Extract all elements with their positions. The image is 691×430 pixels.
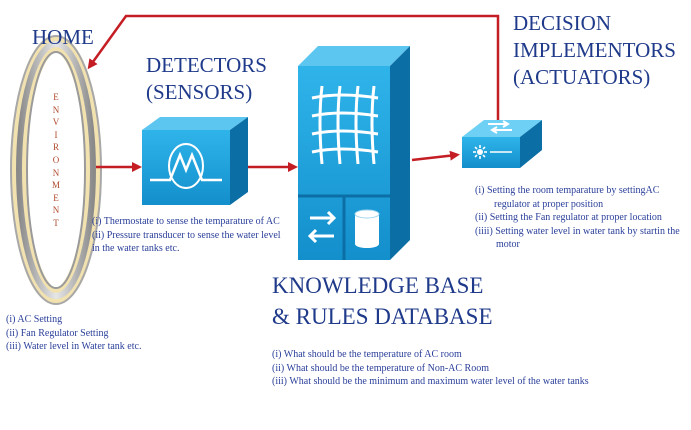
actuators-title-line: DECISION xyxy=(513,11,611,35)
knowledge-title-line: & RULES DATABASE xyxy=(272,304,493,329)
detectors-note: (i) Thermostate to sense the temparature… xyxy=(92,216,280,227)
knowledge-note: (i) What should be the temperature of AC… xyxy=(272,349,462,360)
detectors-title: DETECTORS (SENSORS) xyxy=(146,52,267,106)
environment-letter: R xyxy=(52,142,59,153)
detectors-title-line: DETECTORS xyxy=(146,53,267,77)
actuators-note: (iiii) Setting water level in water tank… xyxy=(475,225,680,237)
actuators-title-line: (ACTUATORS) xyxy=(513,65,651,89)
knowledge-base-device-icon xyxy=(298,46,410,260)
actuators-notes: (i) Setting the room temparature by sett… xyxy=(475,184,680,252)
actuators-title-line: IMPLEMENTORS xyxy=(513,38,676,62)
environment-letter: E xyxy=(53,192,59,203)
environment-letter: N xyxy=(52,205,60,216)
knowledge-title-line: KNOWLEDGE BASE xyxy=(272,273,484,298)
environment-letter: I xyxy=(54,129,58,140)
actuators-note: (ii) Setting the Fan regulator at proper… xyxy=(475,212,662,223)
home-note: (i) AC Setting xyxy=(6,314,63,325)
knowledge-note: (iii) What should be the minimum and max… xyxy=(272,376,589,387)
environment-letter: V xyxy=(52,117,60,128)
actuators-title: DECISION IMPLEMENTORS (ACTUATORS) xyxy=(513,10,676,91)
home-title: HOME xyxy=(32,25,94,49)
environment-letter: O xyxy=(52,154,60,165)
arrow-feedback-to-home xyxy=(87,14,500,125)
actuators-note: motor xyxy=(496,239,520,250)
arrow-knowledge-to-actuators xyxy=(411,150,460,162)
detectors-note: in the water tanks etc. xyxy=(92,243,180,254)
environment-letter: N xyxy=(52,167,60,178)
environment-letter: E xyxy=(53,92,59,102)
environment-letter: M xyxy=(51,180,60,191)
actuator-device-icon xyxy=(462,120,542,168)
detectors-title-line: (SENSORS) xyxy=(146,80,253,104)
sensor-device-icon xyxy=(142,117,248,205)
detectors-note: (ii) Pressure transducer to sense the wa… xyxy=(92,229,281,241)
environment-letter: T xyxy=(53,217,59,228)
detectors-notes: (i) Thermostate to sense the temparature… xyxy=(92,215,281,256)
knowledge-note: (ii) What should be the temperature of N… xyxy=(272,362,489,374)
home-note: (ii) Fan Regulator Setting xyxy=(6,327,109,339)
home-notes: (i) AC Setting (ii) Fan Regulator Settin… xyxy=(6,313,141,354)
knowledge-title: KNOWLEDGE BASE & RULES DATABASE xyxy=(272,270,493,332)
actuators-note: (i) Setting the room temparature by sett… xyxy=(475,185,660,196)
home-note: (iii) Water level in Water tank etc. xyxy=(6,341,142,352)
environment-letter: N xyxy=(52,104,60,115)
environment-ring xyxy=(10,35,102,305)
actuators-note: regulator at proper position xyxy=(494,198,604,210)
knowledge-notes: (i) What should be the temperature of AC… xyxy=(272,348,589,389)
